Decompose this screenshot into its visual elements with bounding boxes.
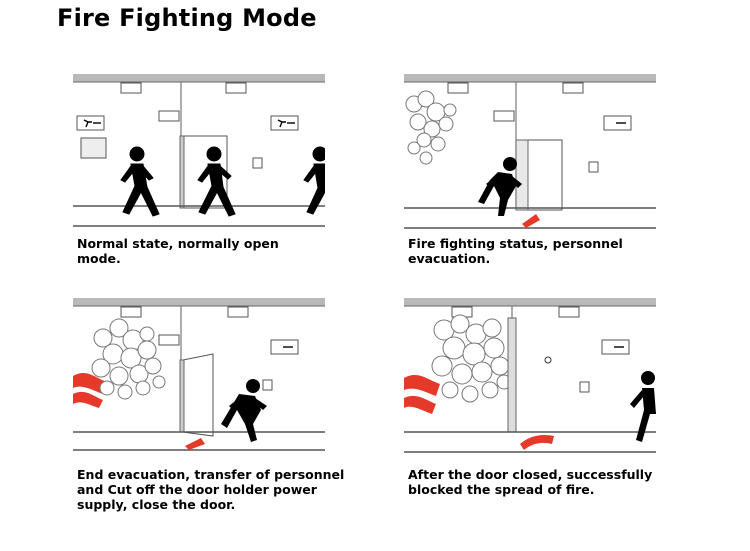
caption-text: Fire fighting status, personnel evacuati… <box>408 236 623 266</box>
fire-flames <box>73 372 107 394</box>
fire-flames <box>404 374 440 396</box>
panel-door-closed <box>404 298 656 456</box>
person-running-icon <box>221 379 267 442</box>
caption-text: Normal state, normally open mode. <box>77 236 279 266</box>
open-door <box>527 139 563 211</box>
door-holder-icon <box>158 110 180 122</box>
panel-evacuation <box>404 74 656 232</box>
door-button-icon <box>579 381 590 393</box>
exit-sign-icon <box>270 115 299 131</box>
door-swing-arrow <box>522 214 540 228</box>
door-button-icon <box>252 157 263 169</box>
door-holder-icon <box>158 334 180 346</box>
panel-close-door <box>73 298 325 456</box>
person-running-icon <box>303 146 325 215</box>
person-running-icon <box>478 157 522 216</box>
smoke-detector-icon <box>120 82 142 94</box>
door-holder-icon <box>493 110 515 122</box>
smoke-cloud <box>431 314 512 403</box>
smoke-detector-icon <box>562 82 584 94</box>
person-walking-icon <box>630 371 656 442</box>
smoke-cloud <box>91 318 166 400</box>
smoke-detector-icon <box>558 306 580 318</box>
control-panel-icon <box>80 137 107 159</box>
smoke-detector-icon <box>225 82 247 94</box>
caption-normal-state: Normal state, normally open mode. <box>77 236 367 266</box>
page-title: Fire Fighting Mode <box>57 4 317 32</box>
panel-normal-state <box>73 74 325 232</box>
person-running-icon <box>197 146 236 217</box>
smoke-detector-icon <box>120 306 142 318</box>
exit-sign-icon <box>76 115 105 131</box>
smoke-detector-icon <box>227 306 249 318</box>
door-swing-arrow <box>185 438 205 450</box>
ceiling <box>73 74 325 82</box>
caption-text: After the door closed, successfully bloc… <box>408 467 653 497</box>
closed-door-edge <box>507 317 517 433</box>
door-button-icon <box>588 161 599 173</box>
caption-text: End evacuation, transfer of personnel an… <box>77 467 345 512</box>
closing-door <box>182 353 214 437</box>
smoke-detector-icon <box>447 82 469 94</box>
caption-close-door: End evacuation, transfer of personnel an… <box>77 467 367 512</box>
caption-door-closed: After the door closed, successfully bloc… <box>408 467 698 497</box>
person-running-icon <box>120 146 160 217</box>
caption-evacuation: Fire fighting status, personnel evacuati… <box>408 236 698 266</box>
door-holder-icon <box>544 356 552 364</box>
smoke-cloud <box>405 90 457 165</box>
door-button-icon <box>262 379 273 391</box>
door-swing-arrow <box>520 435 554 450</box>
